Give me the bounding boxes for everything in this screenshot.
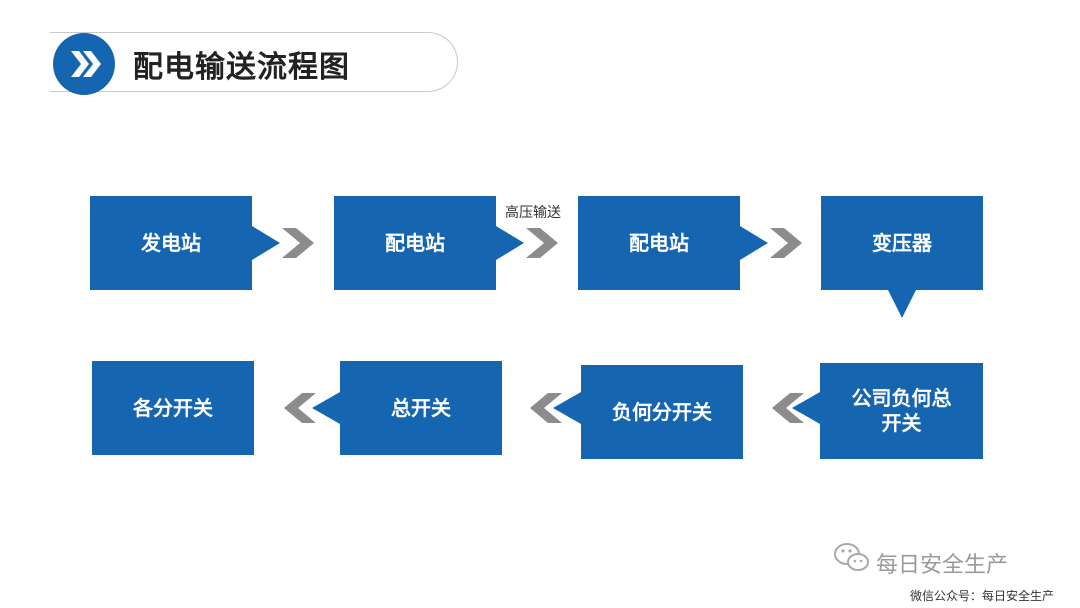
pointer-n1 [252,226,280,260]
node-label: 发电站 [141,230,201,255]
chevron-arrow-icon [530,393,562,423]
node-distribution-station-2: 配电站 [578,196,740,290]
chevron-arrow-icon [770,228,802,258]
node-label: 公司负何总开关 [851,386,952,435]
watermark-large: 每日安全生产 [876,553,1009,578]
title-badge [53,33,115,95]
chevron-arrow-icon [284,393,316,423]
node-power-plant: 发电站 [90,196,252,290]
node-label: 配电站 [385,230,445,255]
wechat-icon [834,543,869,571]
node-load-sub-switch: 负何分开关 [581,365,743,459]
pointer-n7 [312,392,340,424]
node-label: 变压器 [872,230,932,255]
pointer-n5 [792,392,820,424]
edge-label-high-voltage: 高压输送 [505,205,561,221]
node-transformer: 变压器 [821,196,983,290]
page-title: 配电输送流程图 [133,50,350,85]
pointer-n2 [496,226,524,260]
node-label: 负何分开关 [612,399,712,424]
node-label: 配电站 [629,230,689,255]
node-label: 各分开关 [133,395,213,420]
watermark-small: 微信公众号：每日安全生产 [910,589,1055,603]
chevron-arrow-icon [526,228,558,258]
node-label: 总开关 [391,395,451,420]
chevron-arrow-icon [282,228,314,258]
pointer-n6 [553,392,581,424]
chevron-arrow-icon [772,393,804,423]
node-sub-switches: 各分开关 [92,361,254,455]
pointer-n3 [740,226,768,260]
node-company-main-switch: 公司负何总开关 [820,363,983,459]
double-chevron-right-icon [71,51,101,77]
pointer-n4 [888,290,916,318]
node-distribution-station-1: 配电站 [334,196,496,290]
node-main-switch: 总开关 [340,361,502,455]
title-bar [50,32,458,92]
